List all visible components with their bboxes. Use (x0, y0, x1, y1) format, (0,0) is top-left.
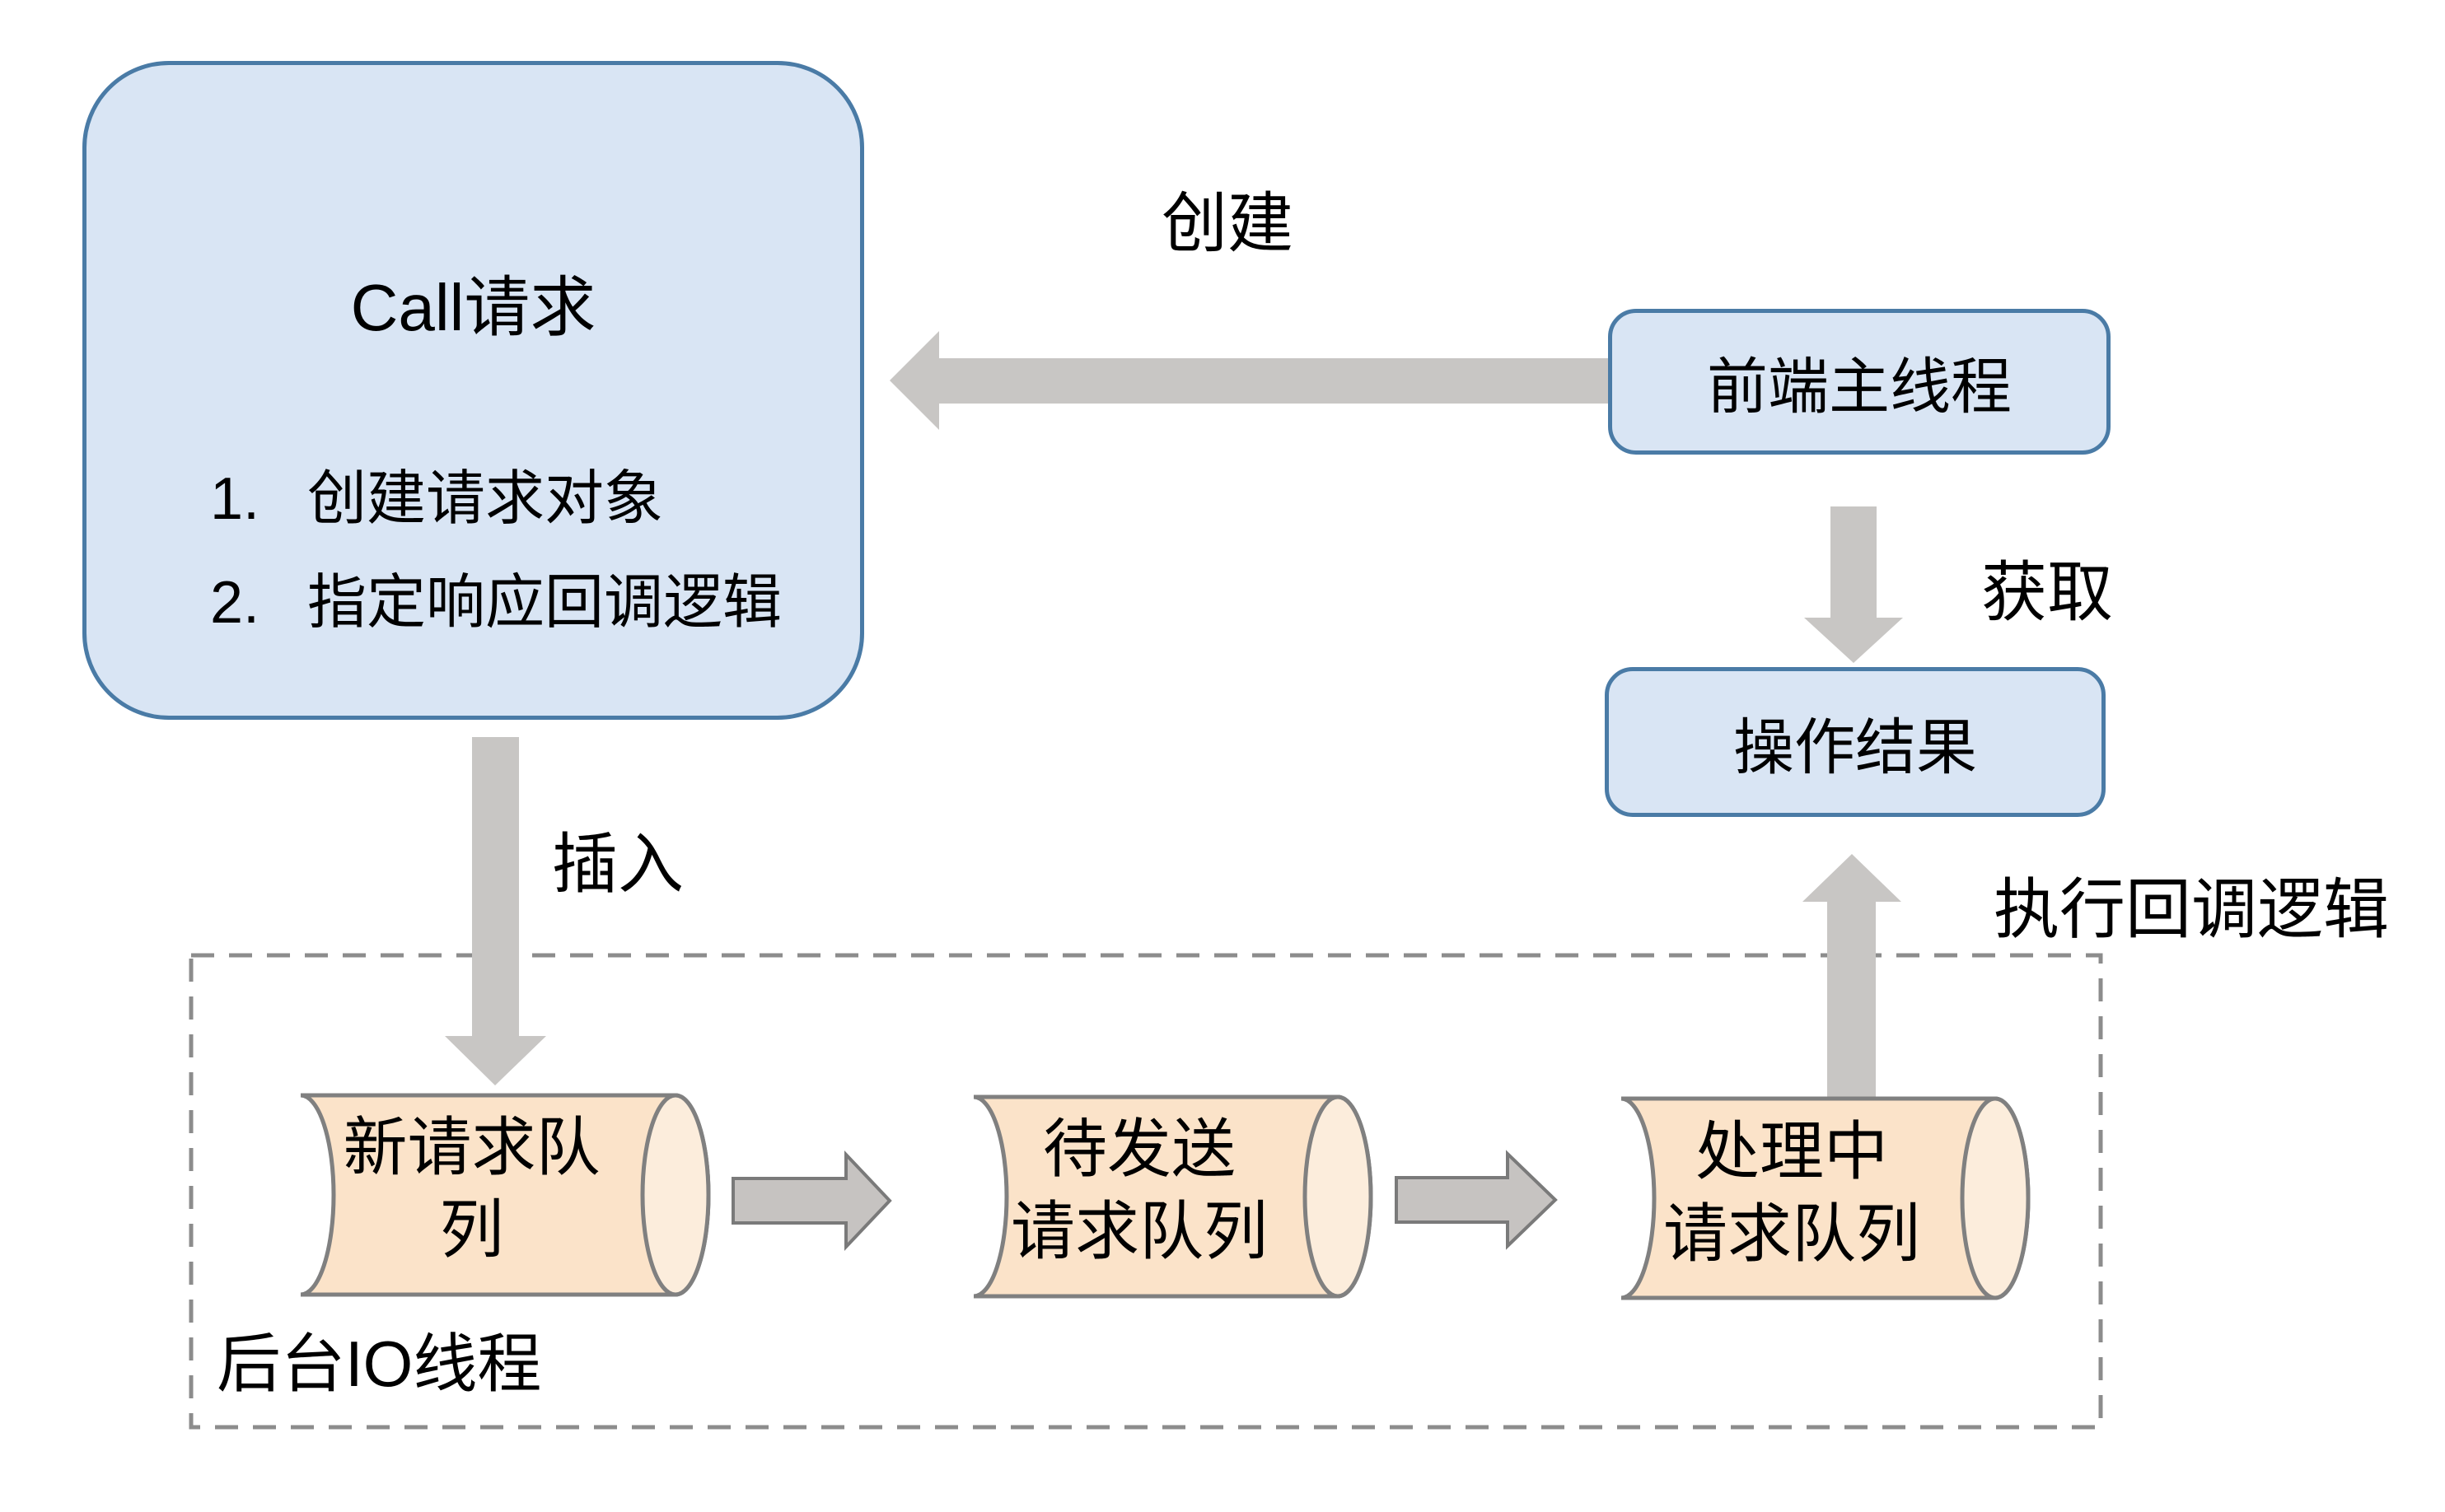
queue-label-line: 请求队列 (1010, 1195, 1268, 1267)
call-request-step-1: 1. 创建请求对象 (210, 462, 782, 536)
operation-result-label: 操作结果 (1733, 712, 1977, 782)
call-request-steps: 1. 创建请求对象 2. 指定响应回调逻辑 (210, 462, 782, 670)
queue-arrow-1-right-icon (732, 1150, 892, 1252)
queue-label-line: 请求队列 (1662, 1197, 1920, 1270)
cylinder-end-face (640, 1093, 711, 1297)
get-edge-label: 获取 (1981, 556, 2113, 629)
pending-send-queue-label: 待发送 请求队列 (941, 1108, 1338, 1272)
frontend-main-thread-box: 前端主线程 (1608, 309, 2111, 455)
call-request-title: Call请求 (350, 271, 596, 344)
new-request-queue-label: 新请求队 列 (268, 1106, 676, 1271)
step-number: 2. (210, 570, 260, 636)
execute-callback-edge-label: 执行回调逻辑 (1994, 873, 2389, 946)
queue-label-line: 待发送 (1042, 1113, 1236, 1185)
step-number: 1. (210, 466, 260, 532)
queue-arrow-2-right-icon (1395, 1150, 1558, 1250)
step-text: 指定响应回调逻辑 (307, 570, 783, 636)
pending-send-queue-cylinder (973, 1094, 1373, 1299)
step-text: 创建请求对象 (307, 466, 664, 532)
frontend-main-thread-label: 前端主线程 (1707, 352, 2012, 421)
processing-queue-cylinder (1620, 1096, 2031, 1300)
queue-label-line: 处理中 (1695, 1115, 1888, 1188)
cylinder-end-face (1960, 1096, 2031, 1300)
call-request-box: Call请求 1. 创建请求对象 2. 指定响应回调逻辑 (82, 61, 864, 720)
insert-edge-label: 插入 (552, 828, 684, 901)
create-arrow-left-icon (890, 331, 1608, 430)
queue-label-line: 列 (439, 1193, 504, 1266)
get-arrow-down-icon (1804, 506, 1903, 663)
new-request-queue-cylinder (300, 1093, 711, 1297)
execute-callback-arrow-up-icon (1802, 854, 1901, 1097)
create-edge-label: 创建 (1162, 187, 1293, 260)
operation-result-box: 操作结果 (1605, 667, 2106, 817)
queue-label-line: 新请求队 (343, 1111, 601, 1183)
insert-arrow-down-icon (445, 737, 546, 1085)
background-io-thread-label: 后台IO线程 (217, 1328, 542, 1400)
processing-queue-label: 处理中 请求队列 (1588, 1110, 1995, 1275)
background-io-thread-region (189, 953, 2103, 1430)
call-request-step-2: 2. 指定响应回调逻辑 (210, 566, 782, 640)
cylinder-end-face (1302, 1094, 1373, 1299)
